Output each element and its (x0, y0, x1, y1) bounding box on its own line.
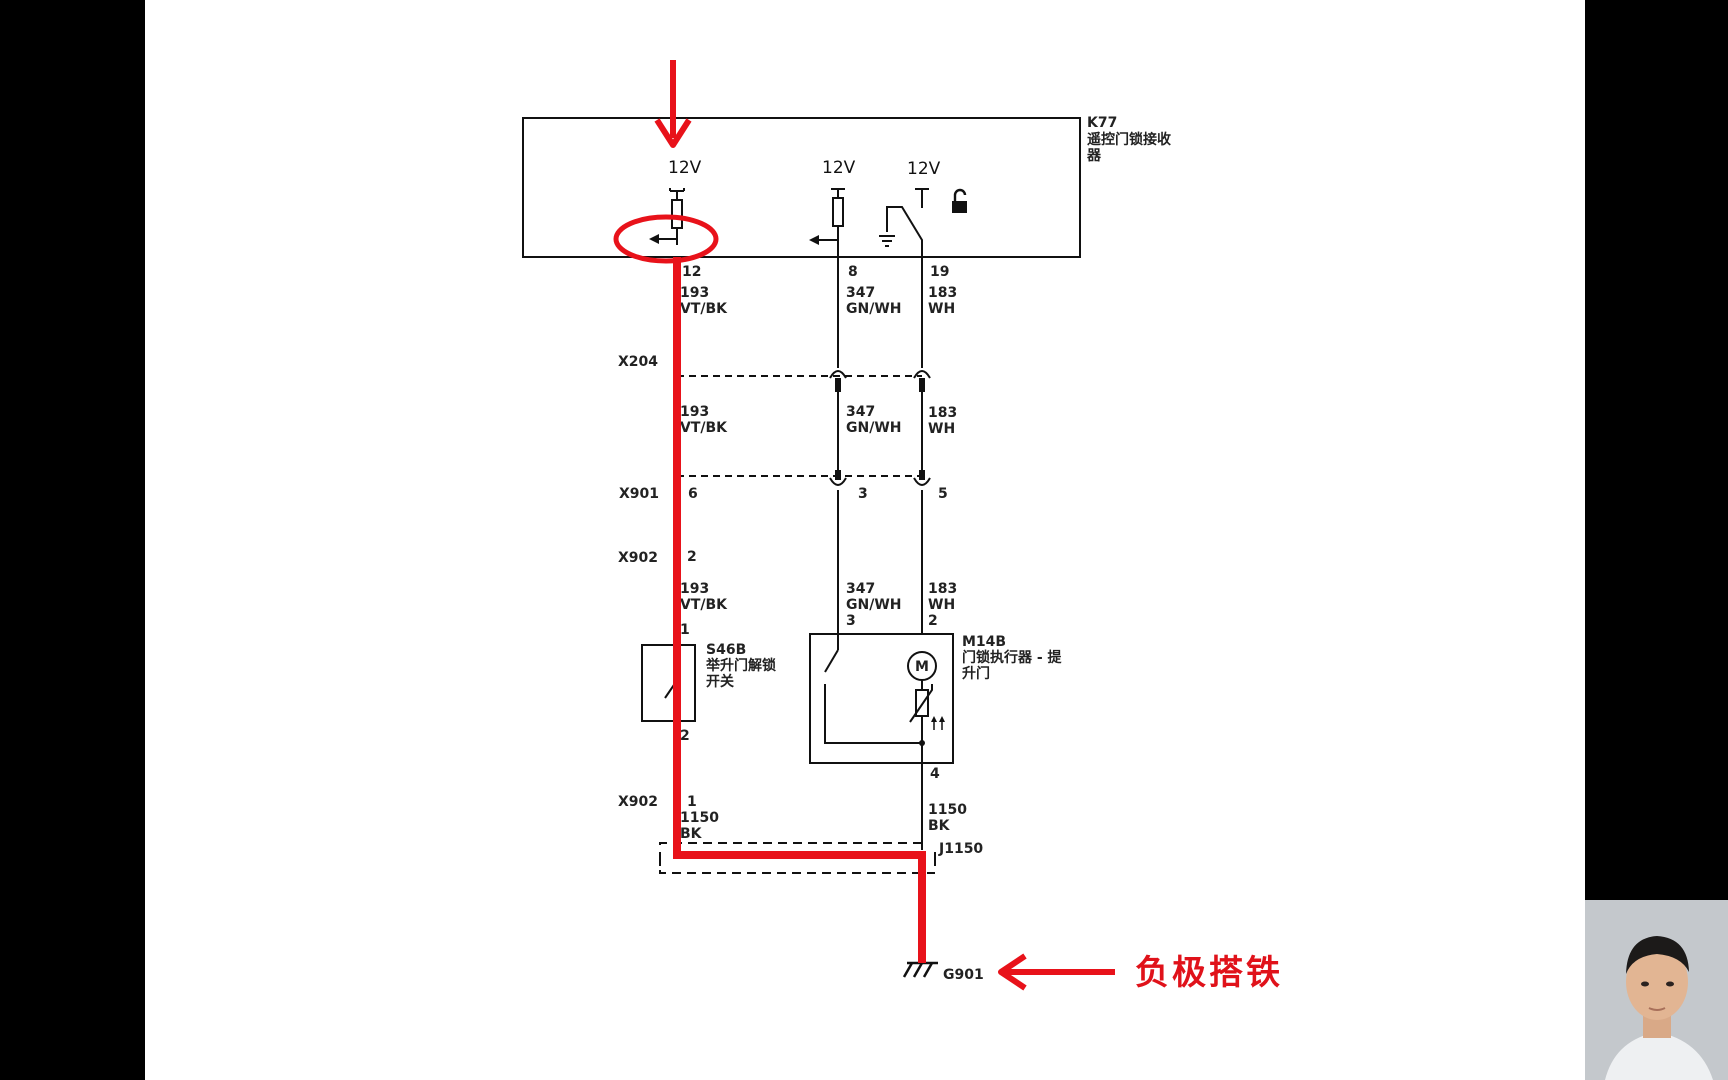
x204-socket-183 (913, 370, 931, 379)
wire-193-color-3: VT/BK (680, 597, 728, 613)
motor-label: M (915, 659, 929, 675)
switch-name-line1: 举升门解锁 (705, 657, 776, 674)
highlight-current-path (673, 257, 926, 963)
ground-annotation-text: 负极搭铁 (1135, 953, 1283, 993)
highlight-arrow-head-ground (998, 953, 1027, 991)
switch-name-line2: 开关 (706, 673, 734, 690)
splice-dashed-top (659, 842, 922, 845)
voltage-label-pin19: 12V (907, 159, 941, 179)
switch-s46b-box (641, 644, 696, 722)
wire-193-color-2: VT/BK (680, 420, 728, 436)
voltage-label-pin8: 12V (822, 158, 856, 178)
switch-pin-bottom: 2 (680, 728, 690, 744)
wire-193-circuit-3: 193 (680, 581, 709, 597)
wire-347-circuit-3: 347 (846, 581, 875, 597)
wire-347-color: GN/WH (846, 301, 901, 317)
highlight-ellipse-pin12 (613, 214, 719, 264)
relay-switch-pin19 (879, 188, 929, 256)
splice-code: J1150 (938, 841, 983, 857)
wire-183-circuit-3: 183 (928, 581, 957, 597)
module-k77-box (522, 117, 1081, 258)
switch-code: S46B (706, 642, 746, 658)
ground-code: G901 (943, 967, 984, 983)
actuator-switch-contact (824, 634, 922, 744)
wiring-diagram: K77 遥控门锁接收 器 12V 12V 12V 12 8 19 (522, 60, 1283, 993)
x902-top-pin: 2 (687, 549, 697, 565)
wire-347-circuit-2: 347 (846, 404, 875, 420)
x901-pin-c: 5 (938, 486, 948, 502)
actuator-name-line2: 升门 (962, 665, 990, 682)
pin-19-number: 19 (930, 264, 949, 280)
x901-pin-183 (919, 470, 925, 480)
actuator-name-line1: 门锁执行器 - 提 (962, 649, 1063, 666)
pullup-resistor-pin12 (649, 188, 685, 245)
x901-pin-347 (835, 470, 841, 480)
pin-8-number: 8 (848, 264, 858, 280)
ptc-arrows (931, 716, 945, 730)
actuator-pin-left: 3 (846, 613, 856, 629)
wire-347-circuit: 347 (846, 285, 875, 301)
pullup-resistor-pin8 (809, 188, 845, 256)
actuator-junction-dot (919, 740, 925, 746)
ptc-thermistor (909, 680, 933, 763)
x901-socket-347 (829, 477, 847, 486)
highlight-arrow-head-top (654, 118, 692, 148)
x204-pin-347 (835, 378, 841, 392)
module-name-line2: 器 (1086, 148, 1102, 164)
wire-183-circuit: 183 (928, 285, 957, 301)
slide-page: K77 遥控门锁接收 器 12V 12V 12V 12 8 19 (145, 0, 1585, 1080)
x901-socket-183 (913, 477, 931, 486)
wire-183-circuit-2: 183 (928, 405, 957, 421)
connector-x901-label: X901 (619, 486, 659, 502)
pin-12-number: 12 (682, 264, 701, 280)
x204-pin-183 (919, 378, 925, 392)
x902-bottom-pin: 1 (687, 794, 697, 810)
wire-347-color-3: GN/WH (846, 597, 901, 613)
wire-183-color-2: WH (928, 421, 955, 437)
unlock-icon (952, 188, 967, 213)
voltage-label-pin12: 12V (668, 158, 702, 178)
x204-socket-347 (829, 370, 847, 379)
module-code: K77 (1087, 115, 1117, 131)
wire-1150-color-right: BK (928, 818, 951, 834)
connector-x902-label-bottom: X902 (618, 794, 658, 810)
connector-x902-label-top: X902 (618, 550, 658, 566)
actuator-pin-bottom: 4 (930, 766, 940, 782)
wire-1150-circuit-left: 1150 (680, 810, 719, 826)
wire-1150-color-left: BK (680, 826, 703, 842)
presenter-portrait (1585, 900, 1728, 1080)
wire-183-color: WH (928, 301, 955, 317)
actuator-pin-right: 2 (928, 613, 938, 629)
wire-193-circuit-2: 193 (680, 404, 709, 420)
ground-symbol (902, 961, 938, 978)
actuator-code: M14B (962, 634, 1006, 650)
wire-193-circuit: 193 (680, 285, 709, 301)
connector-x204-label: X204 (618, 354, 658, 370)
wire-193-color: VT/BK (680, 301, 728, 317)
module-name-line1: 遥控门锁接收 (1087, 131, 1172, 148)
x901-pin-a: 6 (688, 486, 698, 502)
wire-1150-circuit-right: 1150 (928, 802, 967, 818)
splice-dashed-bottom (659, 870, 935, 874)
wire-347-color-2: GN/WH (846, 420, 901, 436)
switch-pin-top: 1 (680, 622, 690, 638)
wire-183-color-3: WH (928, 597, 955, 613)
actuator-m14b-box (809, 633, 954, 764)
x901-pin-b: 3 (858, 486, 868, 502)
presenter-webcam (1585, 900, 1728, 1080)
